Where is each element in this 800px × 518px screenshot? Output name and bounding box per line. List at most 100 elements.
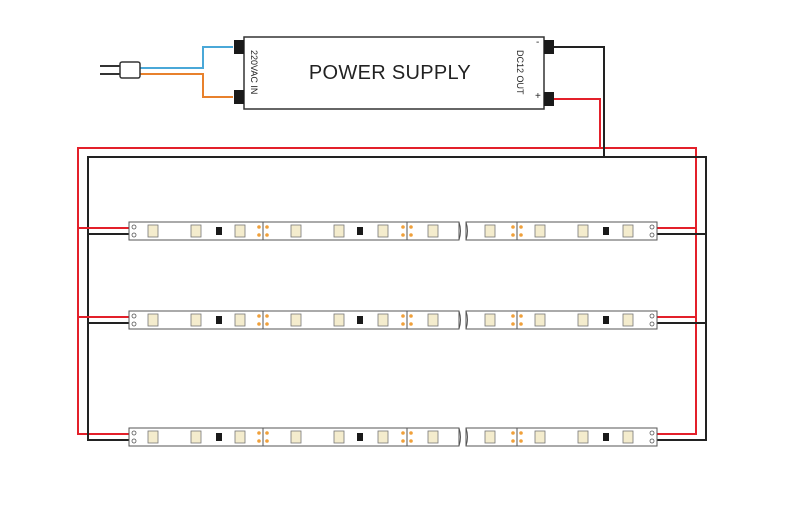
led-chip: [577, 313, 589, 327]
ac-live-wire: [140, 46, 233, 69]
led-chip: [534, 224, 546, 238]
output-terminal-negative: [544, 40, 554, 54]
solder-pad: [257, 439, 261, 443]
solder-pad: [409, 225, 413, 229]
led-chip: [577, 224, 589, 238]
led-chip: [377, 224, 389, 238]
solder-pad: [265, 233, 269, 237]
led-chip: [427, 430, 439, 444]
led-chip: [427, 224, 439, 238]
main-negative-wire: [554, 46, 707, 441]
led-chip: [377, 430, 389, 444]
solder-pad: [519, 233, 523, 237]
left-positive-wire: [77, 147, 600, 435]
end-pad: [649, 313, 655, 319]
resistor: [216, 316, 222, 324]
solder-pad: [511, 314, 515, 318]
end-pad: [131, 321, 137, 327]
resistor: [216, 227, 222, 235]
solder-pad: [409, 233, 413, 237]
solder-pad: [265, 431, 269, 435]
solder-pad: [519, 431, 523, 435]
led-chip: [290, 313, 302, 327]
branch-wires: [78, 227, 706, 324]
power-supply-title: POWER SUPPLY: [308, 62, 472, 84]
solder-pad: [265, 314, 269, 318]
solder-pad: [257, 225, 261, 229]
solder-pad: [265, 322, 269, 326]
end-pad: [649, 224, 655, 230]
solder-pad: [401, 431, 405, 435]
led-chip: [234, 224, 246, 238]
solder-pad: [401, 233, 405, 237]
solder-pad: [511, 233, 515, 237]
solder-pad: [257, 431, 261, 435]
strip-cut-mark: [458, 221, 461, 241]
end-pad: [649, 232, 655, 238]
led-strips: [128, 221, 658, 447]
strip-cut-mark: [465, 427, 468, 447]
ac-neutral-wire: [140, 73, 233, 98]
strip-cut-mark: [458, 427, 461, 447]
led-chip: [333, 224, 345, 238]
led-chip: [484, 224, 496, 238]
led-chip: [190, 313, 202, 327]
end-pad: [131, 438, 137, 444]
solder-pad: [401, 314, 405, 318]
end-pad: [649, 430, 655, 436]
led-chip: [577, 430, 589, 444]
led-chip: [484, 430, 496, 444]
solder-pad: [265, 225, 269, 229]
led-chip: [622, 313, 634, 327]
power-plug-icon: [100, 61, 141, 79]
led-chip: [234, 313, 246, 327]
solder-pad: [511, 322, 515, 326]
resistor: [357, 433, 363, 441]
input-terminal-bottom: [234, 90, 244, 104]
solder-pad: [401, 225, 405, 229]
end-pad: [649, 438, 655, 444]
solder-pad: [519, 225, 523, 229]
led-chip: [190, 430, 202, 444]
ac-input-group: [100, 46, 233, 98]
solder-pad: [257, 314, 261, 318]
led-chip: [534, 313, 546, 327]
led-chip: [427, 313, 439, 327]
solder-pad: [409, 322, 413, 326]
end-pad: [131, 430, 137, 436]
output-terminal-positive: [544, 92, 554, 106]
negative-terminal-symbol: -: [536, 37, 540, 48]
led-chip: [534, 430, 546, 444]
solder-pad: [401, 322, 405, 326]
resistor: [603, 316, 609, 324]
led-chip: [484, 313, 496, 327]
led-chip: [147, 224, 159, 238]
solder-pad: [519, 439, 523, 443]
led-chip: [234, 430, 246, 444]
main-positive-wire: [554, 98, 697, 435]
resistor: [357, 227, 363, 235]
solder-pad: [511, 439, 515, 443]
strip-cut-mark: [465, 310, 468, 330]
led-chip: [622, 224, 634, 238]
solder-pad: [257, 233, 261, 237]
solder-pad: [519, 322, 523, 326]
led-chip: [290, 224, 302, 238]
led-chip: [333, 313, 345, 327]
solder-pad: [511, 431, 515, 435]
end-pad: [131, 313, 137, 319]
positive-terminal-symbol: +: [535, 91, 541, 102]
solder-pad: [511, 225, 515, 229]
led-chip: [333, 430, 345, 444]
end-pad: [649, 321, 655, 327]
strip-cut-mark: [465, 221, 468, 241]
solder-pad: [401, 439, 405, 443]
left-negative-wire: [87, 156, 604, 441]
led-strip: [128, 427, 658, 447]
power-supply: [234, 36, 554, 110]
power-supply-box: [243, 36, 545, 110]
led-chip: [622, 430, 634, 444]
dc-output-label: DC12 OUT: [515, 50, 525, 95]
